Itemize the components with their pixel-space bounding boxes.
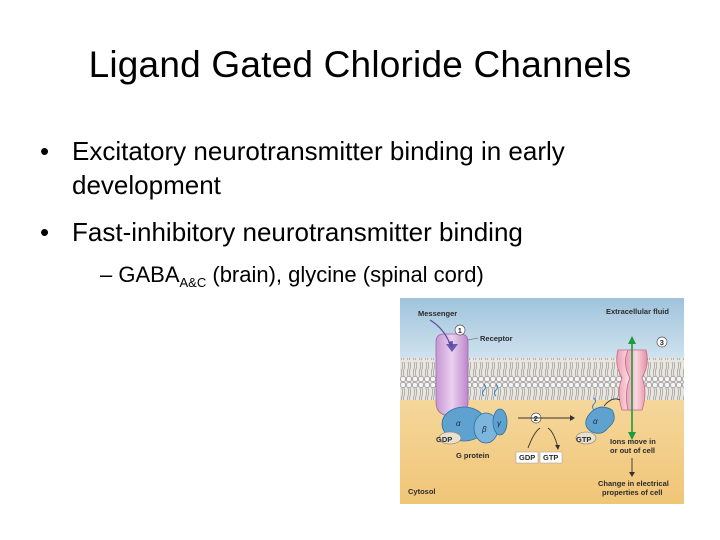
label-gdp-left: GDP	[436, 435, 452, 444]
step-3-circle	[656, 336, 668, 348]
sub-bullet-subscript: A&C	[179, 275, 207, 290]
g-protein-complex	[438, 406, 508, 445]
slide-title: Ligand Gated Chloride Channels	[88, 44, 632, 85]
label-change-line2: properties of cell	[602, 488, 662, 497]
step-1-circle	[454, 324, 466, 336]
label-alpha: α	[456, 419, 461, 428]
label-messenger: Messenger	[418, 309, 457, 318]
bullet-list: • Excitatory neurotransmitter binding in…	[40, 134, 690, 298]
label-gtp-mid: GTP	[543, 453, 558, 462]
label-cytosol: Cytosol	[408, 487, 436, 496]
label-alpha-right: α	[593, 417, 598, 426]
label-ions-line2: or out of cell	[610, 446, 655, 455]
label-extracellular: Extracellular fluid	[606, 307, 669, 316]
label-g-protein: G protein	[456, 451, 490, 460]
label-step-1: 1	[458, 326, 462, 335]
label-receptor: Receptor	[480, 334, 513, 343]
label-gdp-mid: GDP	[519, 453, 535, 462]
bullet-dot: •	[40, 136, 50, 166]
bullet-text: Fast-inhibitory neurotransmitter binding	[72, 217, 523, 247]
label-gamma: γ	[497, 419, 502, 428]
label-beta: β	[481, 425, 487, 434]
bullet-item-excitatory: • Excitatory neurotransmitter binding in…	[40, 134, 690, 202]
bullet-item-inhibitory: • Fast-inhibitory neurotransmitter bindi…	[40, 215, 690, 249]
label-change-line1: Change in electrical	[598, 479, 669, 488]
bullet-text: Excitatory neurotransmitter binding in e…	[72, 136, 565, 200]
sub-bullet-rest-text: (brain), glycine (spinal cord)	[206, 262, 484, 287]
label-gtp-right: GTP	[576, 435, 591, 444]
sub-bullet-gaba-text: GABA	[118, 262, 180, 287]
receptor-figure: Messenger 1 Receptor Extracellular fluid…	[400, 298, 684, 504]
ion-channel	[616, 349, 648, 411]
label-ions-line1: Ions move in	[610, 437, 656, 446]
activated-alpha-subunit	[575, 406, 615, 445]
sub-bullet-gaba: – GABAA&C (brain), glycine (spinal cord)	[100, 260, 720, 298]
label-step-3: 3	[660, 338, 664, 347]
receptor-diagram: Messenger 1 Receptor Extracellular fluid…	[400, 298, 684, 504]
sub-bullet-dash: –	[100, 262, 113, 287]
bullet-dot: •	[40, 217, 50, 247]
